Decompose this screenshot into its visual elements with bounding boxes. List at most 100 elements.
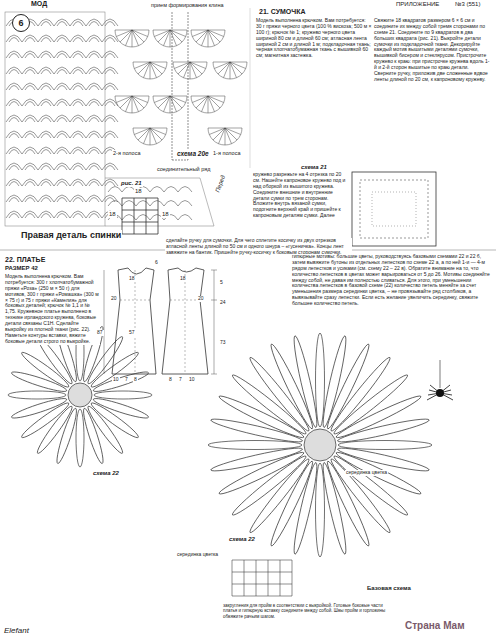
chart-border [5, 12, 105, 226]
dimension: 18 [128, 276, 136, 282]
petal [210, 416, 304, 446]
flower-center [304, 429, 336, 461]
motif-square [352, 172, 436, 246]
petal [316, 463, 325, 557]
petal [8, 391, 66, 399]
petal [338, 441, 432, 450]
dimension: 73 [219, 340, 227, 346]
petal [247, 355, 313, 434]
base-schema-grid [232, 560, 292, 596]
section-title: 22. ПЛАТЬЕ [4, 256, 46, 264]
petal [291, 335, 321, 429]
body-text: гипюрные мотивы: большие цветы, руководс… [291, 254, 493, 307]
dimension: 8 [168, 377, 173, 383]
dimension: 10 [112, 377, 120, 383]
schema-label: схема 21 [300, 164, 328, 171]
petal [328, 355, 394, 434]
schema-label: схема 20е [176, 150, 210, 158]
large-flower [208, 333, 432, 557]
petal [334, 392, 423, 441]
dimension-lines [104, 270, 217, 374]
dimension: 18 [134, 188, 143, 195]
callout-label: серединка цветка [345, 470, 388, 476]
schema-label: схема 22 [92, 470, 120, 477]
callout-label: серединка цветка [176, 552, 219, 558]
petal [81, 407, 107, 465]
motif-inner [360, 180, 428, 238]
petal [208, 441, 302, 450]
petal [210, 445, 304, 475]
petal [331, 453, 410, 519]
body-text: закругления для пройм в соответствии с в… [222, 603, 394, 619]
flower-center [68, 383, 92, 407]
petal [334, 449, 423, 498]
petal [247, 456, 313, 535]
header: МОД [30, 0, 48, 8]
chart-note: 2-я полоса [112, 150, 141, 156]
chart-note: соединительный ряд [156, 166, 211, 172]
body-text: Свяжите 18 квадратов размером 6 × 6 см и… [373, 18, 493, 83]
dimension: 18 [161, 211, 170, 218]
petal [19, 400, 71, 441]
lace-chart [6, 19, 192, 220]
column-rule [250, 8, 251, 168]
petal [328, 456, 394, 535]
chart-number: 6 [18, 18, 23, 28]
petal [89, 349, 141, 390]
joining-row [172, 12, 188, 160]
header: №3 (551) [454, 1, 481, 8]
petal [337, 416, 431, 446]
petal [331, 372, 410, 438]
petal [92, 369, 150, 395]
dimension: 5 [219, 280, 224, 286]
spider-thread [440, 360, 441, 388]
body-text: кружево разрежьте на 4 отрезка по 20 см.… [252, 172, 350, 219]
dress-front [112, 268, 156, 374]
dimension: 57 [128, 330, 136, 336]
schema-label: схема 22 [228, 536, 256, 543]
dimension: 8 [133, 377, 138, 383]
petal [76, 409, 84, 467]
chart-note: 1-я полоса [212, 150, 241, 156]
dimension: 6 [154, 260, 159, 266]
section-title: 21. СУМОЧКА [258, 8, 307, 16]
petal [217, 449, 306, 498]
petal [230, 453, 309, 519]
dimension: 10 [188, 377, 196, 383]
motif-center [372, 192, 416, 226]
signature: Elefant [3, 626, 30, 635]
petal [10, 396, 68, 422]
figure-label: рис. 21 [120, 180, 143, 187]
chart-number-circle: 6 [12, 14, 30, 32]
petal [230, 372, 309, 438]
petal [316, 333, 325, 427]
dimension: 87 [96, 330, 104, 336]
petal [85, 404, 126, 456]
schema-label: Базовая схема [366, 585, 412, 592]
dimension: 18 [108, 211, 117, 218]
dimension: 24 [219, 300, 227, 306]
square-grid [122, 198, 158, 234]
dimension: 20 [110, 296, 118, 302]
size-label: РАЗМЕР 42 [4, 265, 39, 272]
header: ПРИЛОЖЕНИЕ [395, 1, 440, 8]
dimension: 18 [179, 276, 187, 282]
spider-legs [427, 385, 453, 400]
piece-name: Перед [214, 174, 227, 195]
petal [267, 342, 316, 431]
dimension: 7 [178, 377, 183, 383]
dimension: 7 [124, 377, 129, 383]
petal [320, 335, 350, 429]
body-text: Модель выполнена крючком. Вам потребуетс… [255, 18, 373, 59]
fan-chart [115, 30, 247, 145]
piece-title: Правая деталь спинки [20, 230, 122, 241]
petal [94, 391, 152, 399]
dimension: 20 [197, 296, 205, 302]
watermark: Страна Мам [404, 620, 466, 632]
petal [291, 462, 321, 556]
chart-note: прием формирования клина [150, 2, 224, 8]
body-text: Модель выполнена крючком. Вам потребуетс… [4, 274, 100, 345]
front-piece-outline [105, 178, 214, 226]
dress-guides [120, 270, 200, 374]
